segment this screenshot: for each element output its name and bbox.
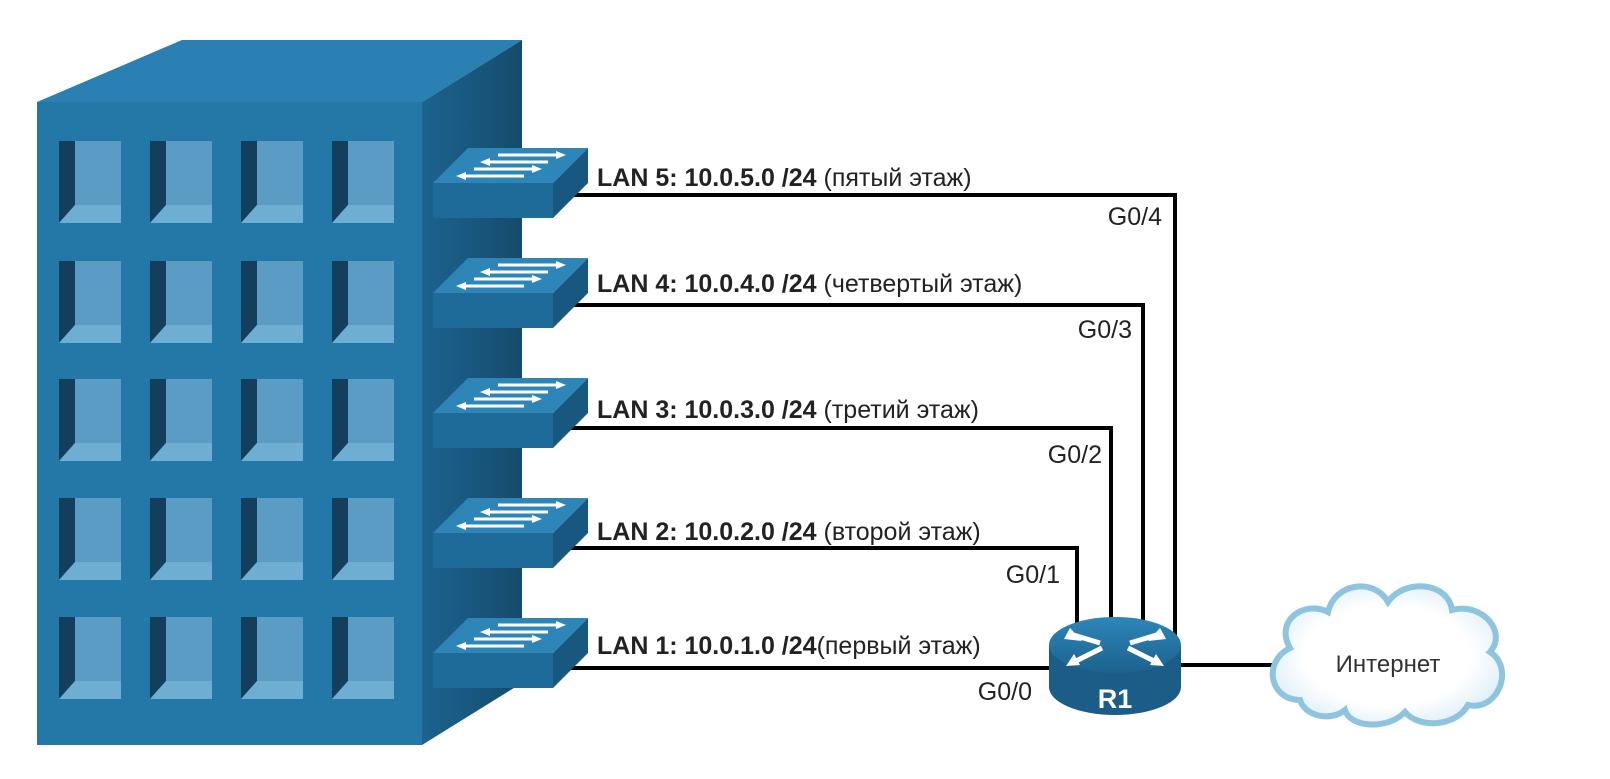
- lan-network: 10.0.4.0 /24: [685, 270, 824, 298]
- router-arrows-icon: [1064, 628, 1166, 666]
- lan-floor: (первый этаж): [817, 632, 981, 660]
- port-label-g0-0: G0/0: [978, 678, 1032, 706]
- window: [59, 617, 121, 699]
- window: [59, 261, 121, 343]
- cable-lan2: [560, 546, 1079, 640]
- switch-arrows-icon: [456, 501, 566, 530]
- lan-floor: (четвертый этаж): [824, 270, 1023, 298]
- lan-labels: LAN 5: 10.0.5.0 /24 (пятый этаж) LAN 4: 1…: [597, 164, 1022, 660]
- lan-name: LAN 2:: [597, 518, 685, 546]
- lan-label-lan1: LAN 1: 10.0.1.0 /24(первый этаж): [597, 632, 981, 660]
- window: [150, 261, 212, 343]
- lan-name: LAN 1:: [597, 632, 685, 660]
- lan-network: 10.0.3.0 /24: [685, 396, 824, 424]
- window: [59, 141, 121, 223]
- lan-label-lan4: LAN 4: 10.0.4.0 /24 (четвертый этаж): [597, 270, 1022, 298]
- cloud-label: Интернет: [1336, 651, 1441, 678]
- port-label-g0-4: G0/4: [1108, 203, 1162, 231]
- window: [59, 379, 121, 461]
- window: [241, 617, 303, 699]
- lan-network: 10.0.2.0 /24: [685, 518, 824, 546]
- lan-name: LAN 5:: [597, 164, 685, 192]
- lan-network: 10.0.5.0 /24: [685, 164, 824, 192]
- lan-network: 10.0.1.0 /24: [685, 632, 817, 660]
- window: [150, 498, 212, 580]
- window: [332, 141, 394, 223]
- building-windows: [59, 141, 394, 699]
- cables: [560, 193, 1278, 670]
- lan-name: LAN 3:: [597, 396, 685, 424]
- lan-floor: (пятый этаж): [824, 164, 972, 192]
- switch-lan5[interactable]: [433, 148, 588, 218]
- lan-floor: (третий этаж): [824, 396, 979, 424]
- building-top: [37, 40, 522, 102]
- switch-lan2[interactable]: [433, 498, 588, 568]
- window: [59, 498, 121, 580]
- switch-arrows-icon: [456, 261, 566, 290]
- window: [241, 141, 303, 223]
- port-label-g0-2: G0/2: [1048, 441, 1102, 469]
- lan-label-lan3: LAN 3: 10.0.3.0 /24 (третий этаж): [597, 396, 979, 424]
- window: [241, 261, 303, 343]
- switch-arrows-icon: [456, 381, 566, 410]
- window: [241, 379, 303, 461]
- port-label-g0-3: G0/3: [1078, 316, 1132, 344]
- lan-floor: (второй этаж): [824, 518, 981, 546]
- window: [150, 141, 212, 223]
- window: [150, 617, 212, 699]
- lan-label-lan5: LAN 5: 10.0.5.0 /24 (пятый этаж): [597, 164, 972, 192]
- switch-lan3[interactable]: [433, 378, 588, 448]
- switch-lan1[interactable]: [433, 618, 588, 688]
- window: [332, 498, 394, 580]
- router-r1[interactable]: R1: [1049, 617, 1181, 715]
- window: [241, 498, 303, 580]
- cloud-icon: [1269, 583, 1506, 728]
- window: [150, 379, 212, 461]
- window: [332, 261, 394, 343]
- switch-arrows-icon: [456, 621, 566, 650]
- window: [332, 379, 394, 461]
- switch-lan4[interactable]: [433, 258, 588, 328]
- internet-cloud[interactable]: Интернет: [1269, 583, 1506, 728]
- port-labels: G0/4G0/3G0/2G0/1G0/0: [978, 203, 1162, 706]
- lan-name: LAN 4:: [597, 270, 685, 298]
- lan-label-lan2: LAN 2: 10.0.2.0 /24 (второй этаж): [597, 518, 981, 546]
- router-name: R1: [1098, 684, 1133, 714]
- cable-lan4: [560, 303, 1145, 640]
- switches: [433, 148, 588, 688]
- cable-lan3: [560, 426, 1113, 640]
- port-label-g0-1: G0/1: [1006, 561, 1060, 589]
- cable-lan5: [560, 193, 1177, 640]
- switch-arrows-icon: [456, 151, 566, 180]
- window: [332, 617, 394, 699]
